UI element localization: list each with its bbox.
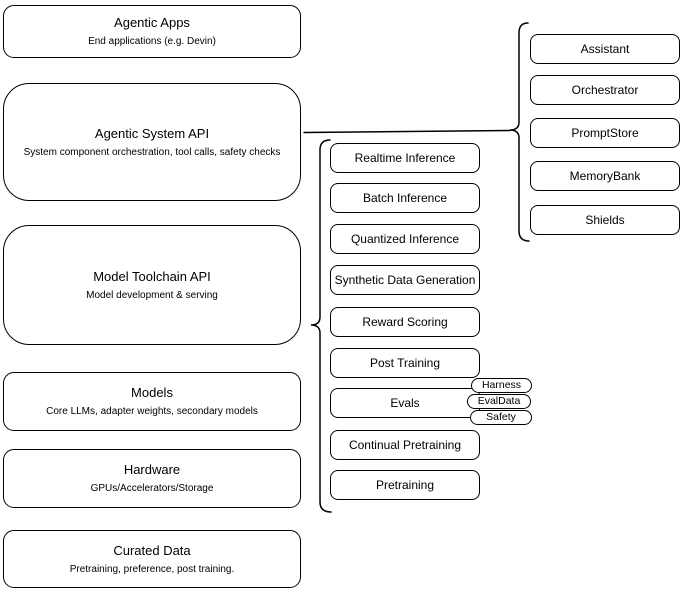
pill-harness: Harness — [471, 378, 532, 393]
pill-label: Harness — [481, 379, 522, 391]
node-label: Orchestrator — [571, 83, 639, 97]
node-post-training: Post Training — [330, 348, 480, 378]
node-label: MemoryBank — [569, 169, 641, 183]
node-title: Agentic System API — [94, 125, 210, 141]
node-subtitle: Pretraining, preference, post training. — [69, 563, 235, 575]
node-agentic-apps: Agentic Apps End applications (e.g. Devi… — [3, 5, 301, 58]
node-label: Batch Inference — [362, 191, 448, 205]
node-batch-inference: Batch Inference — [330, 183, 480, 213]
node-title: Model Toolchain API — [93, 268, 211, 284]
pill-label: Safety — [486, 411, 516, 423]
components-brace — [509, 22, 530, 242]
node-label: Realtime Inference — [354, 151, 456, 165]
node-reward-scoring: Reward Scoring — [330, 307, 480, 337]
node-hardware: Hardware GPUs/Accelerators/Storage — [3, 449, 301, 508]
node-realtime-inference: Realtime Inference — [330, 143, 480, 173]
toolchain-brace — [310, 139, 332, 513]
node-memorybank: MemoryBank — [530, 161, 680, 191]
node-quantized-inference: Quantized Inference — [330, 224, 480, 254]
node-label: Post Training — [369, 356, 441, 370]
node-label: Shields — [585, 213, 625, 227]
node-label: Reward Scoring — [362, 315, 448, 329]
node-curated-data: Curated Data Pretraining, preference, po… — [3, 530, 301, 588]
node-label: Continual Pretraining — [348, 438, 462, 452]
node-title: Models — [131, 385, 173, 400]
node-subtitle: Core LLMs, adapter weights, secondary mo… — [46, 406, 258, 417]
node-promptstore: PromptStore — [530, 118, 680, 148]
node-title: Agentic Apps — [114, 15, 190, 30]
node-agentic-system-api: Agentic System API System component orch… — [3, 83, 301, 201]
node-label: Assistant — [580, 42, 630, 56]
node-label: Pretraining — [375, 478, 435, 492]
node-shields: Shields — [530, 205, 680, 235]
node-orchestrator: Orchestrator — [530, 75, 680, 105]
node-pretraining: Pretraining — [330, 470, 480, 500]
node-evals: Evals — [330, 388, 480, 418]
node-subtitle: Model development & serving — [86, 289, 218, 301]
pill-safety: Safety — [470, 410, 532, 425]
node-label: PromptStore — [571, 126, 639, 140]
node-label: Synthetic Data Generation — [334, 273, 476, 287]
pill-evaldata: EvalData — [467, 394, 531, 409]
pill-label: EvalData — [477, 395, 521, 407]
node-title: Hardware — [123, 462, 181, 477]
node-subtitle: System component orchestration, tool cal… — [23, 146, 281, 158]
system-api-to-components-line — [303, 129, 511, 134]
node-subtitle: GPUs/Accelerators/Storage — [90, 483, 214, 494]
node-subtitle: End applications (e.g. Devin) — [88, 36, 216, 47]
node-synthetic-data-generation: Synthetic Data Generation — [330, 265, 480, 295]
node-model-toolchain-api: Model Toolchain API Model development & … — [3, 225, 301, 345]
node-assistant: Assistant — [530, 34, 680, 64]
node-continual-pretraining: Continual Pretraining — [330, 430, 480, 460]
node-label: Evals — [390, 396, 420, 410]
node-label: Quantized Inference — [350, 232, 460, 246]
node-models: Models Core LLMs, adapter weights, secon… — [3, 372, 301, 431]
node-title: Curated Data — [113, 542, 191, 558]
